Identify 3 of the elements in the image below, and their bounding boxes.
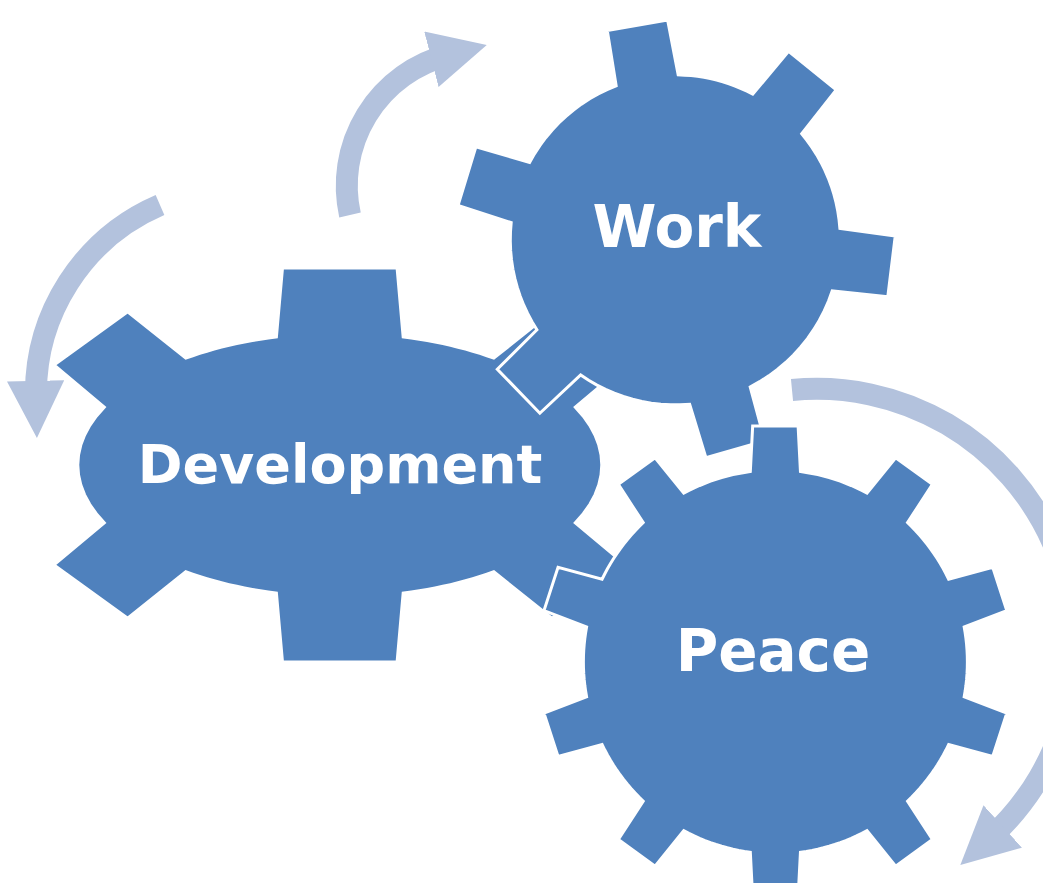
gear-label: Work (592, 196, 762, 260)
gear-label: Peace (675, 620, 871, 684)
gear-label: Development (137, 435, 543, 495)
